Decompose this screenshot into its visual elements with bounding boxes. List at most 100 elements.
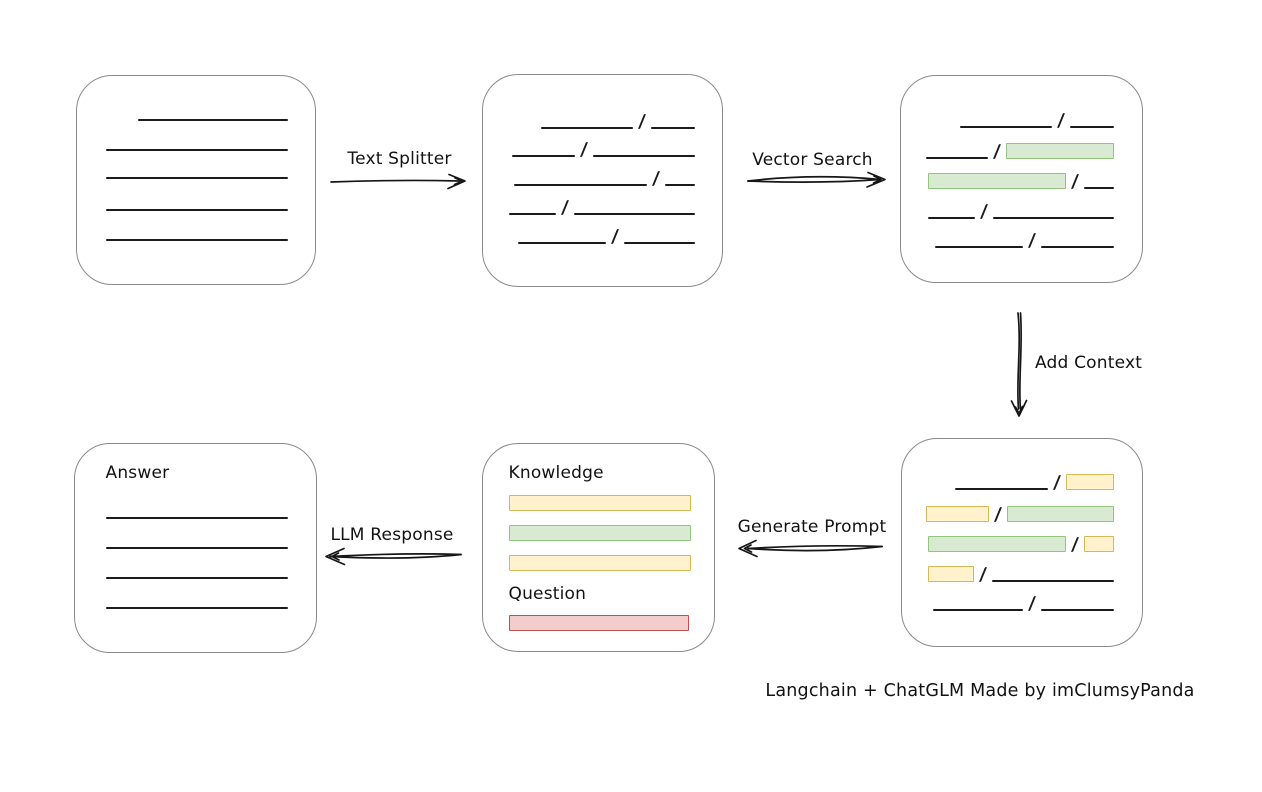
chunk-row [926,502,1114,522]
green-chunk-bar [508,525,691,541]
llm-response-arrow [325,547,462,566]
chunk-row [508,521,691,541]
slash-separator [993,507,1003,522]
add-context-arrow [1010,312,1028,417]
knowledge-label: Knowledge [508,463,604,483]
green-chunk-bar [1005,143,1114,159]
text-line [517,242,606,244]
text-line [138,119,288,121]
chunk-row [508,491,691,511]
text-line [992,580,1114,582]
text-line [106,149,288,151]
chunk-row [927,169,1114,189]
text-line [592,155,695,157]
text-line [650,127,695,129]
slash-separator [979,204,988,219]
text-splitter-arrow [330,173,466,190]
slash-separator [579,142,588,157]
chunk-row [513,224,695,244]
chunk-row: Question [509,584,691,604]
slash-separator [1027,596,1037,611]
generate-prompt-label: Generate Prompt [737,517,887,537]
red-chunk-bar [508,615,689,631]
generate-prompt-arrow [738,539,883,558]
question-label: Question [508,584,587,604]
chunk-row [106,101,288,121]
text-line [106,177,288,179]
vector-search-arrow [747,171,886,188]
chunk-row [508,551,691,571]
llm-response-label: LLM Response [330,525,454,545]
text-line [573,213,695,215]
chunk-row [511,137,695,157]
context-chunks-box [901,438,1143,647]
slash-separator [992,144,1001,159]
text-line [508,213,556,215]
slash-separator [1052,475,1062,490]
chunk-row [106,159,288,179]
split-chunks-box [482,74,723,287]
text-splitter-label: Text Splitter [347,149,452,169]
add-context-label: Add Context [1035,353,1143,373]
yellow-chunk-bar [508,495,691,511]
chunk-row [508,195,695,215]
slash-separator [610,229,619,244]
chunk-row [925,139,1114,159]
green-chunk-bar [1007,506,1114,522]
slash-separator [1070,174,1079,189]
text-line [925,157,988,159]
yellow-chunk-bar [926,506,989,522]
text-line [105,607,288,609]
yellow-chunk-bar [1084,536,1114,552]
chunk-row [928,532,1114,552]
chunk-row [513,166,695,186]
text-line [1040,246,1114,248]
yellow-chunk-bar [1066,474,1114,490]
chunk-row [513,109,695,129]
text-line [106,209,288,211]
slash-separator [1056,113,1065,128]
text-line [1069,126,1114,128]
text-line [511,155,575,157]
text-line [934,246,1023,248]
chunk-row [105,589,288,609]
text-line [105,517,288,519]
matched-chunks-box [900,75,1143,283]
chunk-row [932,470,1114,490]
diagram-caption: Langchain + ChatGLM Made by imClumsyPand… [765,681,1195,701]
text-line [992,217,1114,219]
slash-separator [1070,537,1080,552]
text-line [540,127,633,129]
chunk-row [932,108,1114,128]
slash-separator [651,171,660,186]
text-line [959,126,1052,128]
slash-separator [637,114,646,129]
text-line [105,577,288,579]
text-line [106,239,288,241]
yellow-chunk-bar [508,555,691,571]
chunk-row [106,131,288,151]
green-chunk-bar [927,173,1066,189]
text-line [623,242,695,244]
green-chunk-bar [928,536,1066,552]
text-line [664,184,695,186]
text-line [955,488,1048,490]
slash-separator [560,200,569,215]
chunk-row [106,191,288,211]
answer-label: Answer [105,463,170,483]
chunk-row [508,611,691,631]
chunk-row [105,499,288,519]
chunk-row [105,529,288,549]
text-line [513,184,647,186]
vector-search-label: Vector Search [752,150,873,170]
text-line [1083,187,1114,189]
chunk-row [927,199,1114,219]
yellow-chunk-bar [928,566,974,582]
text-line [933,609,1023,611]
chunk-row [106,221,288,241]
slash-separator [978,567,988,582]
text-line [105,547,288,549]
text-line [927,217,975,219]
